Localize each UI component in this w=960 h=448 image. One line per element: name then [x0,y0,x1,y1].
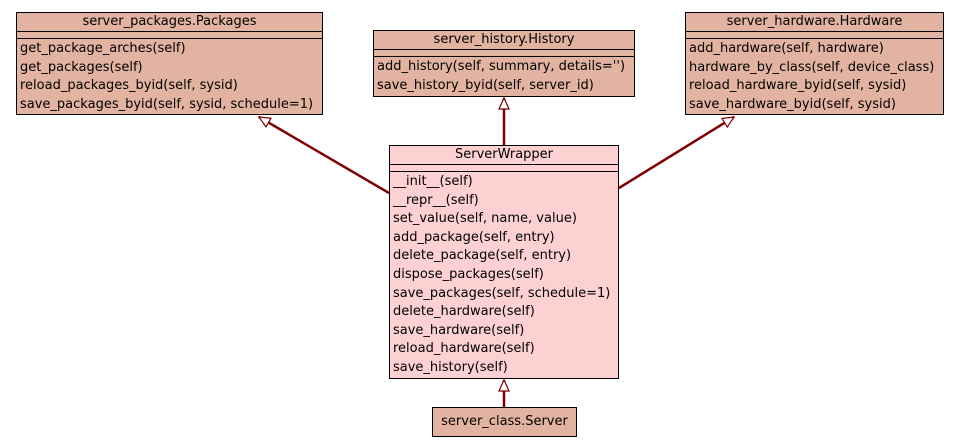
class-server-title: server_class.Server [441,414,568,429]
method: add_package(self, entry) [393,229,555,245]
method: hardware_by_class(self, device_class) [689,59,935,75]
method: save_history_byid(self, server_id) [377,77,594,93]
class-server-wrapper-methods: __init__(self) __repr__(self) set_value(… [390,172,618,378]
class-history-methods: add_history(self, summary, details='') s… [374,57,634,95]
method: reload_hardware(self) [393,341,535,357]
class-packages-attributes [17,32,322,39]
method: reload_packages_byid(self, sysid) [20,78,238,94]
class-hardware-methods: add_hardware(self, hardware) hardware_by… [686,39,943,114]
method: __repr__(self) [393,192,479,208]
class-history[interactable]: server_history.History add_history(self,… [373,30,635,97]
class-server-wrapper-title: ServerWrapper [390,146,618,165]
method: add_history(self, summary, details='') [377,59,626,74]
class-server-wrapper-attributes [390,165,618,172]
method: get_package_arches(self) [20,41,186,56]
edge-wrapper-to-packages [257,115,390,195]
class-hardware-attributes [686,32,943,39]
method: get_packages(self) [20,59,143,75]
method: delete_hardware(self) [393,304,535,320]
method: save_hardware(self) [393,322,525,338]
edge-wrapper-to-hardware [618,115,736,190]
method: save_packages_byid(self, sysid, schedule… [20,96,314,112]
class-history-title: server_history.History [374,31,634,50]
class-hardware-title: server_hardware.Hardware [686,13,943,32]
class-history-attributes [374,50,634,57]
method: __init__(self) [393,174,473,189]
method: add_hardware(self, hardware) [689,41,884,56]
method: save_packages(self, schedule=1) [393,285,611,301]
class-packages-title: server_packages.Packages [17,13,322,32]
method: dispose_packages(self) [393,266,544,282]
class-server-wrapper[interactable]: ServerWrapper __init__(self) __repr__(se… [389,145,619,379]
method: save_history(self) [393,359,508,375]
class-packages[interactable]: server_packages.Packages get_package_arc… [16,12,323,115]
class-server[interactable]: server_class.Server [432,407,577,437]
method: save_hardware_byid(self, sysid) [689,96,896,112]
method: set_value(self, name, value) [393,211,577,227]
method: delete_package(self, entry) [393,248,572,264]
method: reload_hardware_byid(self, sysid) [689,78,907,94]
class-packages-methods: get_package_arches(self) get_packages(se… [17,39,322,114]
class-hardware[interactable]: server_hardware.Hardware add_hardware(se… [685,12,944,115]
